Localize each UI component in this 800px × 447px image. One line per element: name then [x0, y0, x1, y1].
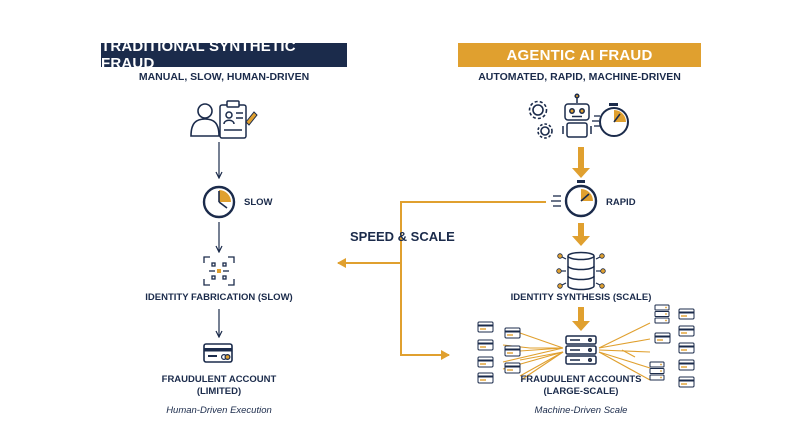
robot-icon: [562, 93, 592, 138]
fraudulent-accounts-label-line2: (LARGE-SCALE): [543, 386, 619, 397]
account-card-icon: [477, 356, 494, 368]
account-card-icon: [477, 372, 494, 384]
database-network-icon: [556, 251, 606, 291]
id-document-icon: [219, 100, 258, 139]
speed-scale-label: SPEED & SCALE: [350, 229, 455, 244]
account-card-icon: [678, 342, 695, 354]
slow-label: SLOW: [244, 197, 273, 208]
account-card-icon: [477, 339, 494, 351]
agentic-caption: Machine-Driven Scale: [534, 405, 628, 416]
agentic-title: AGENTIC AI FRAUD: [506, 46, 653, 64]
account-card-icon: [678, 325, 695, 337]
arrow-synthesis-to-hub-head: [572, 321, 590, 331]
traditional-caption: Human-Driven Execution: [166, 405, 272, 416]
accounts-network-links: [502, 322, 651, 381]
account-card-icon: [504, 362, 521, 374]
traditional-title: TRADITIONAL SYNTHETIC FRAUD: [101, 38, 296, 72]
fraudulent-account-label-line1: FRAUDULENT ACCOUNT: [161, 374, 277, 385]
arrow-icons-to-rapid-head: [572, 168, 590, 178]
account-card-icon: [504, 345, 521, 357]
account-card-icon: [654, 332, 671, 344]
slow-clock-icon: [202, 185, 236, 219]
rapid-stopwatch-icon: [551, 180, 598, 218]
gears-icon: [528, 100, 553, 139]
credit-card-icon: [203, 343, 233, 363]
fraudulent-accounts-label-line1: FRAUDULENT ACCOUNTS: [520, 374, 642, 385]
server-icon: [565, 335, 597, 365]
stopwatch-icon: [592, 103, 629, 137]
identity-fabrication-label: IDENTITY FABRICATION (SLOW): [145, 292, 293, 303]
account-card-icon: [678, 308, 695, 320]
agentic-title-banner: AGENTIC AI FRAUD: [458, 43, 701, 67]
identity-synthesis-label: IDENTITY SYNTHESIS (SCALE): [510, 292, 652, 303]
account-card-icon: [678, 359, 695, 371]
rapid-label: RAPID: [606, 197, 636, 208]
agentic-subtitle: AUTOMATED, RAPID, MACHINE-DRIVEN: [478, 71, 681, 83]
person-icon: [190, 103, 220, 137]
account-card-icon: [678, 376, 695, 388]
account-card-icon: [477, 321, 494, 333]
speed-scale-connector: [337, 201, 546, 360]
fraudulent-account-label-line2: (LIMITED): [196, 386, 242, 397]
account-card-icon: [504, 327, 521, 339]
traditional-title-banner: TRADITIONAL SYNTHETIC FRAUD: [101, 38, 347, 72]
traditional-subtitle: MANUAL, SLOW, HUMAN-DRIVEN: [138, 71, 310, 83]
server-unit-icon: [654, 304, 670, 324]
identity-scan-icon: [203, 256, 235, 286]
arrow-rapid-to-synthesis-head: [572, 236, 590, 246]
